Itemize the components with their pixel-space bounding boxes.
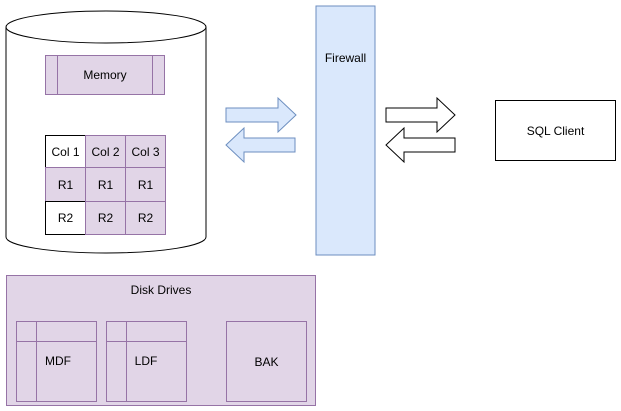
memory-label: Memory — [83, 68, 127, 82]
memory-block: Memory — [45, 55, 165, 95]
table-cell-r1-c3: R1 — [125, 167, 166, 202]
mdf-file-side-bar — [36, 322, 37, 401]
ldf-file-side-bar — [126, 322, 127, 401]
memory-block-left-divider — [57, 56, 58, 94]
memory-block-right-divider — [152, 56, 153, 94]
arrow-left-from-firewall-icon — [225, 126, 296, 164]
arrow-left-from-client-icon — [385, 126, 456, 164]
firewall-label: Firewall — [324, 51, 367, 65]
bak-label: BAK — [254, 354, 279, 369]
mdf-file-top-bar — [17, 341, 96, 342]
mdf-file: MDF — [16, 321, 97, 402]
disk-drives-title: Disk Drives — [130, 283, 192, 297]
table-cell-r1-c2: R1 — [85, 167, 126, 202]
table-header-col-2: Col 2 — [85, 135, 126, 168]
table-header-col-1: Col 1 — [45, 135, 86, 168]
table-header-col-3: Col 3 — [125, 135, 166, 168]
arrow-right-to-client-icon — [385, 96, 456, 134]
mdf-label: MDF — [45, 354, 71, 368]
ldf-label: LDF — [134, 354, 158, 368]
sql-client-box: SQL Client — [495, 100, 616, 161]
ldf-file: LDF — [106, 321, 187, 402]
table-cell-r2-c2: R2 — [85, 201, 126, 235]
table-cell-r1-c1: R1 — [45, 167, 86, 202]
sql-client-label: SQL Client — [526, 123, 585, 138]
firewall-box — [315, 5, 376, 256]
bak-file: BAK — [226, 321, 307, 402]
disk-drives-container: Disk Drives MDF LDF BAK — [6, 275, 316, 406]
table-cell-r2-c3: R2 — [125, 201, 166, 235]
arrow-right-to-firewall-icon — [225, 96, 297, 134]
table-cell-r2-c1: R2 — [45, 201, 86, 235]
ldf-file-top-bar — [107, 341, 186, 342]
